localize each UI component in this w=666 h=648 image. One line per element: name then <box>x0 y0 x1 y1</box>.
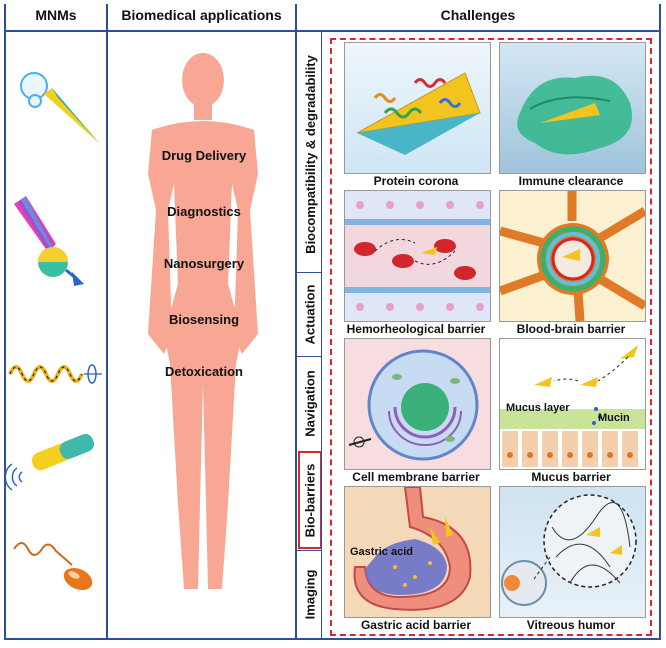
label-mucin: Mucin <box>598 412 630 424</box>
caption-cell-membrane: Cell membrane barrier <box>352 470 480 484</box>
tab-sep-1 <box>297 272 321 273</box>
mnm-illustrations <box>6 72 102 591</box>
header-divider <box>4 30 661 32</box>
tab-sep-3 <box>297 550 321 551</box>
light-driven-janus-icon <box>14 196 84 286</box>
panel-gastric-acid <box>344 486 491 618</box>
vitreous-humor-illustration <box>501 494 637 606</box>
caption-blood-brain: Blood-brain barrier <box>516 322 626 336</box>
flagellated-microrobot-icon <box>13 542 93 591</box>
divider-2 <box>295 4 297 640</box>
protein-corona-illustration <box>356 72 481 155</box>
category-imaging: Imaging <box>302 569 318 619</box>
hemorheological-illustration <box>345 191 490 321</box>
caption-immune-clearance: Immune clearance <box>518 174 624 188</box>
header-mnms: MNMs <box>6 0 106 30</box>
caption-protein-corona: Protein corona <box>373 174 459 188</box>
panel-cell-membrane <box>344 338 491 470</box>
divider-1 <box>106 4 108 640</box>
header-challenges: Challenges <box>297 0 659 30</box>
tab-sep-2 <box>297 356 321 357</box>
tab-column-edge <box>321 32 322 638</box>
category-navigation: Navigation <box>302 369 318 437</box>
gastric-acid-illustration <box>353 487 472 611</box>
header-applications: Biomedical applications <box>108 0 295 30</box>
caption-hemorheological: Hemorheological barrier <box>346 322 486 336</box>
label-gastric-acid: Gastric acid <box>350 546 413 558</box>
blood-brain-illustration <box>500 191 645 321</box>
caption-gastric-acid: Gastric acid barrier <box>360 618 472 632</box>
acoustic-nanorod-icon <box>6 434 95 491</box>
panel-immune-clearance <box>499 42 646 174</box>
panel-protein-corona <box>344 42 491 174</box>
application-drug-delivery: Drug Delivery <box>161 148 247 163</box>
panel-vitreous-humor <box>499 486 646 618</box>
application-biosensing: Biosensing <box>168 312 240 327</box>
mucus-illustration <box>500 345 645 467</box>
category-bio-barriers: Bio-barriers <box>302 463 318 537</box>
category-biocompatibility: Biocompatibility & degradability <box>302 54 318 254</box>
human-body-silhouette <box>148 53 258 589</box>
panel-blood-brain <box>499 190 646 322</box>
panel-hemorheological <box>344 190 491 322</box>
category-actuation: Actuation <box>302 284 318 344</box>
application-diagnostics: Diagnostics <box>167 204 241 219</box>
application-nanosurgery: Nanosurgery <box>163 256 245 271</box>
application-detoxication: Detoxication <box>164 364 243 379</box>
label-mucus-layer: Mucus layer <box>506 402 570 414</box>
caption-vitreous-humor: Vitreous humor <box>526 618 616 632</box>
panel-mucus <box>499 338 646 470</box>
bio-barriers-dashed-box <box>330 38 652 636</box>
cell-membrane-illustration <box>348 349 479 461</box>
immune-clearance-illustration <box>517 75 632 155</box>
bubble-microjet-icon <box>20 72 100 144</box>
helical-microswimmer-icon <box>8 364 102 384</box>
caption-mucus: Mucus barrier <box>531 470 611 484</box>
